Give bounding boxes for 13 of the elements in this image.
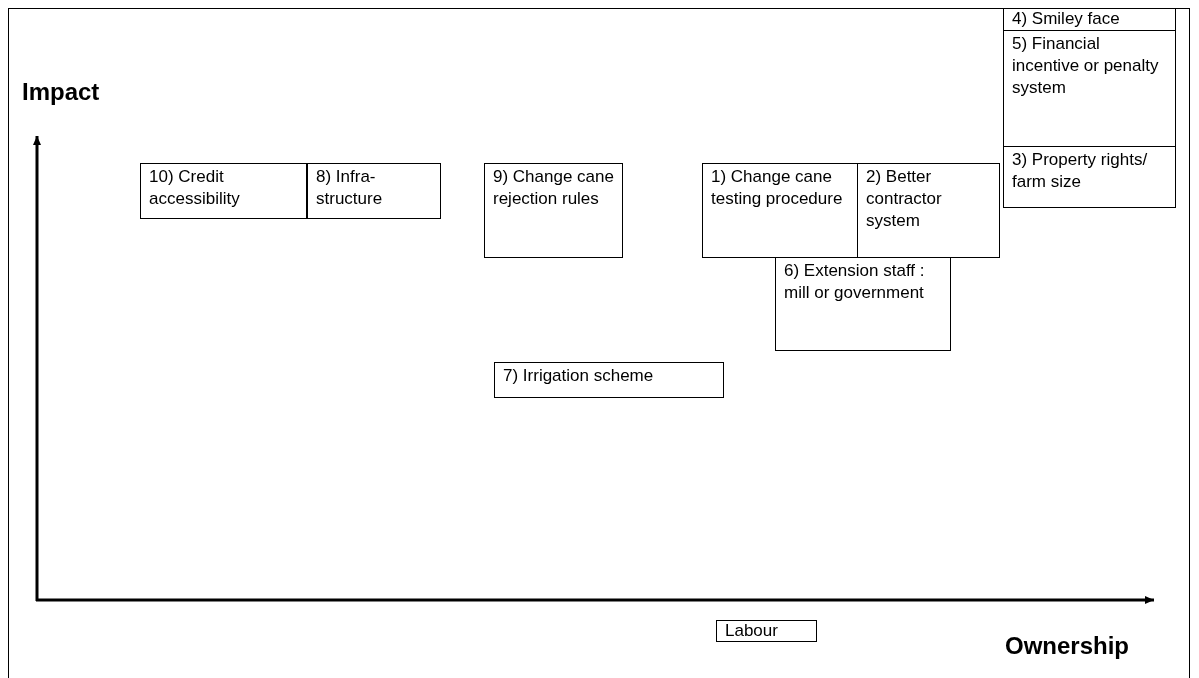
factor-box: 4) Smiley face: [1003, 8, 1176, 31]
factor-box: Labour: [716, 620, 817, 642]
factor-box: 6) Extension staff : mill or government: [775, 257, 951, 351]
factor-box: 3) Property rights/ farm size: [1003, 146, 1176, 208]
factor-box: 5) Financial incentive or penalty system: [1003, 30, 1176, 147]
factor-box: 8) Infra-structure: [307, 163, 441, 219]
factor-box: 9) Change cane rejection rules: [484, 163, 623, 258]
factor-box: 1) Change cane testing procedure: [702, 163, 858, 258]
factor-box: 7) Irrigation scheme: [494, 362, 724, 398]
factor-box: 2) Better contractor system: [857, 163, 1000, 258]
axis-title: Impact: [22, 78, 100, 106]
axis-title: Ownership: [1005, 632, 1130, 660]
factor-box: 10) Credit accessibility: [140, 163, 307, 219]
